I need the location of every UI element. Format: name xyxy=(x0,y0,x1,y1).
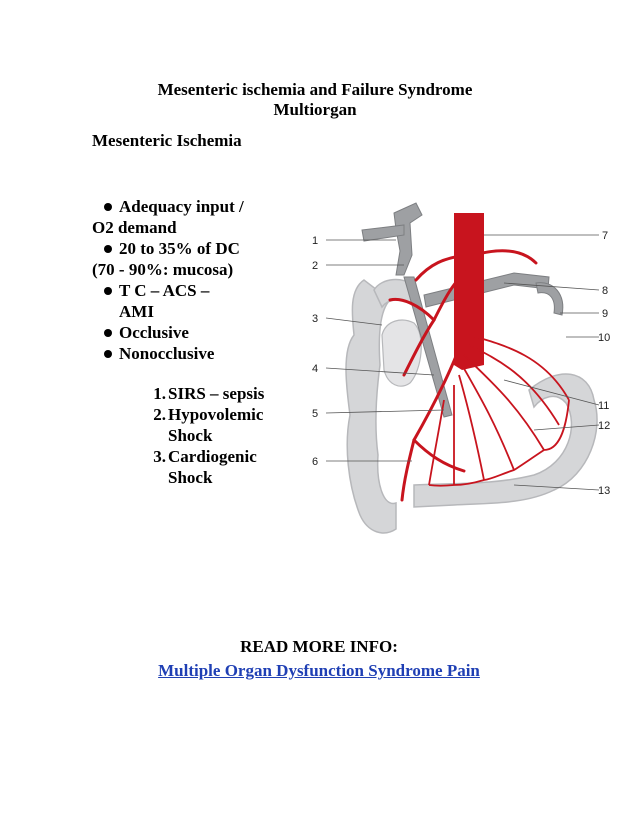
bullet-item: Occlusive xyxy=(92,322,292,343)
bullet-dot xyxy=(104,350,112,358)
bullet-text: 20 to 35% of DC xyxy=(119,239,240,258)
bullet-dot xyxy=(104,203,112,211)
bullet-text-continued: AMI xyxy=(119,302,154,321)
numbered-item: 1. SIRS – sepsis xyxy=(92,383,292,404)
bullet-text-continued: O2 demand xyxy=(92,218,177,237)
numbered-item-continued: Shock xyxy=(92,467,292,488)
bullet-item: Adequacy input / xyxy=(92,196,292,217)
arcade-arteries xyxy=(428,334,570,487)
figure-label: 3 xyxy=(312,313,318,325)
read-more-link-container: Multiple Organ Dysfunction Syndrome Pain xyxy=(0,661,638,681)
intestine-shape xyxy=(345,278,598,534)
figure-label: 2 xyxy=(312,260,318,272)
bowel-segment xyxy=(381,319,422,387)
bullet-text: Nonocclusive xyxy=(119,344,215,363)
bullet-text: Adequacy input / xyxy=(119,197,244,216)
title-line-1: Mesenteric ischemia and Failure Syndrome xyxy=(157,80,473,99)
figure-number-labels: 1 2 3 4 5 6 7 8 9 10 11 12 13 xyxy=(312,230,610,497)
item-number: 2. xyxy=(153,405,166,424)
bullet-dot xyxy=(104,245,112,253)
numbered-item: 3. Cardiogenic xyxy=(92,446,292,467)
bullet-dot xyxy=(104,287,112,295)
read-more-heading: READ MORE INFO: xyxy=(240,637,398,656)
figure-label: 8 xyxy=(602,285,608,297)
mesenteric-artery-illustration: 1 2 3 4 5 6 7 8 9 10 11 12 13 xyxy=(312,202,610,534)
figure-label: 5 xyxy=(312,408,318,420)
bullet-item: Nonocclusive xyxy=(92,343,292,364)
item-text: Shock xyxy=(168,468,213,487)
aorta-shape xyxy=(454,213,484,370)
numbered-list: 1. SIRS – sepsis 2. Hypovolemic Shock 3.… xyxy=(92,383,292,488)
figure-label: 13 xyxy=(598,485,610,497)
figure-label: 4 xyxy=(312,363,318,375)
bullet-text-continued: (70 - 90%: mucosa) xyxy=(92,260,234,279)
read-more-link[interactable]: Multiple Organ Dysfunction Syndrome Pain xyxy=(158,661,480,680)
figure-label: 1 xyxy=(312,235,318,247)
document-title: Mesenteric ischemia and Failure Syndrome… xyxy=(92,80,538,120)
figure-label: 9 xyxy=(602,308,608,320)
item-text: Cardiogenic xyxy=(168,447,257,466)
label-leader-lines xyxy=(325,234,600,491)
figure-label: 11 xyxy=(598,400,609,412)
bullet-dot xyxy=(104,329,112,337)
item-text: SIRS – sepsis xyxy=(168,384,265,403)
numbered-item-continued: Shock xyxy=(92,425,292,446)
figure-label: 6 xyxy=(312,456,318,468)
numbered-item: 2. Hypovolemic xyxy=(92,404,292,425)
title-line-2: Multiorgan xyxy=(273,100,357,119)
item-number: 1. xyxy=(153,384,166,403)
section-heading: Mesenteric Ischemia xyxy=(92,131,242,150)
figure-label: 12 xyxy=(598,420,610,432)
bullet-item: T C – ACS – xyxy=(92,280,292,301)
bullet-column: Adequacy input / O2 demand 20 to 35% of … xyxy=(92,196,292,488)
item-text: Hypovolemic xyxy=(168,405,264,424)
item-text: Shock xyxy=(168,426,213,445)
figure-label: 10 xyxy=(598,332,610,344)
item-number: 3. xyxy=(153,447,166,466)
bullet-text: T C – ACS – xyxy=(119,281,210,300)
artery-branches xyxy=(388,249,538,502)
bullet-item: 20 to 35% of DC xyxy=(92,238,292,259)
figure-label: 7 xyxy=(602,230,608,242)
bullet-text: Occlusive xyxy=(119,323,189,342)
